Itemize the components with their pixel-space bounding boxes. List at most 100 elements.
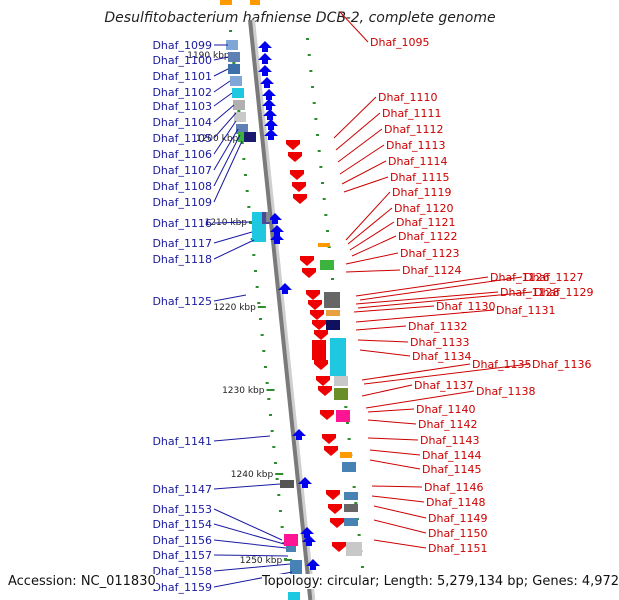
- gc-tick: [316, 134, 320, 136]
- gene-block: [250, 0, 260, 5]
- reverse-gene-arrow: [314, 330, 328, 340]
- gc-tick: [354, 502, 358, 504]
- gene-label-right: Dhaf_1127: [524, 271, 584, 284]
- gene-label-left: Dhaf_1103: [152, 100, 212, 113]
- label-leader-line: [357, 291, 533, 309]
- scale-label: 1200 kbp: [196, 134, 239, 144]
- label-leader-line: [213, 508, 283, 541]
- gene-label-left: Dhaf_1116: [152, 217, 212, 230]
- gc-tick: [237, 110, 241, 112]
- label-leader-line: [347, 207, 393, 245]
- gene-label-right: Dhaf_1114: [388, 155, 448, 168]
- gc-tick: [357, 534, 361, 536]
- gene-label-right: Dhaf_1149: [428, 512, 488, 525]
- gene-label-right: Dhaf_1134: [412, 350, 472, 363]
- gc-tick: [321, 182, 325, 184]
- label-leader-line: [213, 231, 253, 244]
- gene-label-right: Dhaf_1130: [436, 300, 496, 313]
- label-leader-line: [361, 363, 471, 381]
- scale-label: 1250 kbp: [240, 556, 283, 566]
- label-leader-line: [355, 291, 499, 305]
- forward-gene-arrow: [262, 99, 276, 110]
- gc-tick: [229, 30, 233, 32]
- gene-label-right: Dhaf_1110: [378, 91, 438, 104]
- gc-tick: [282, 542, 286, 544]
- gc-tick: [257, 302, 261, 304]
- label-leader-line: [213, 120, 237, 155]
- gc-tick: [278, 510, 282, 512]
- label-leader-line: [339, 144, 385, 175]
- gene-block: [236, 124, 248, 134]
- gc-tick: [347, 438, 351, 440]
- forward-gene-arrow: [264, 129, 278, 140]
- gene-label-left: Dhaf_1153: [152, 503, 212, 516]
- gene-block: [234, 112, 246, 122]
- gene-label-right: Dhaf_1143: [420, 434, 480, 447]
- gc-tick: [352, 486, 356, 488]
- gc-tick: [324, 214, 328, 216]
- gc-tick: [275, 478, 279, 480]
- gene-block: [318, 243, 330, 247]
- label-leader-line: [361, 384, 413, 397]
- gc-tick: [245, 190, 249, 192]
- label-leader-line: [367, 419, 417, 425]
- label-leader-line: [213, 221, 251, 224]
- label-leader-line: [363, 363, 531, 385]
- reverse-gene-arrow: [310, 310, 324, 320]
- reverse-gene-arrow: [292, 182, 306, 192]
- reverse-gene-arrow: [324, 446, 338, 456]
- gc-tick: [360, 566, 364, 568]
- gene-block: [228, 64, 240, 74]
- gene-block: [344, 518, 358, 526]
- gene-label-right: Dhaf_1144: [422, 449, 482, 462]
- reverse-gene-arrow: [300, 256, 314, 266]
- gc-tick: [254, 270, 257, 272]
- gc-tick: [280, 526, 284, 528]
- gene-block: [326, 310, 340, 316]
- label-leader-line: [359, 349, 411, 357]
- reverse-gene-arrow: [288, 152, 302, 162]
- label-leader-line: [213, 435, 271, 442]
- gene-label-right: Dhaf_1113: [386, 139, 446, 152]
- gc-tick: [255, 286, 259, 288]
- label-leader-line: [213, 140, 243, 203]
- gc-tick: [317, 150, 321, 152]
- gc-tick: [311, 86, 315, 88]
- gene-label-left: Dhaf_1117: [152, 237, 212, 250]
- reverse-gene-arrow: [312, 320, 326, 330]
- gene-label-right: Dhaf_1124: [402, 264, 462, 277]
- reverse-gene-arrow: [318, 386, 332, 396]
- gc-tick: [306, 38, 310, 40]
- gc-tick: [262, 350, 266, 352]
- reverse-gene-arrow: [302, 268, 316, 278]
- gene-block: [346, 542, 362, 556]
- label-leader-line: [213, 483, 281, 490]
- gene-label-right: Dhaf_1138: [476, 385, 536, 398]
- gc-tick: [232, 62, 236, 64]
- gene-label-left: Dhaf_1107: [152, 164, 212, 177]
- gene-label-left: Dhaf_1118: [152, 253, 212, 266]
- gc-tick: [307, 54, 311, 56]
- reverse-gene-arrow: [293, 194, 307, 204]
- gene-label-right: Dhaf_1132: [408, 320, 468, 333]
- gene-label-right: Dhaf_1120: [394, 202, 454, 215]
- forward-gene-arrow: [260, 77, 274, 88]
- gene-label-right: Dhaf_1137: [414, 379, 474, 392]
- gene-label-right: Dhaf_1133: [410, 336, 470, 349]
- gc-tick: [322, 198, 326, 200]
- label-leader-line: [343, 176, 389, 193]
- label-leader-line: [213, 112, 237, 139]
- gene-label-right: Dhaf_1136: [532, 358, 592, 371]
- gene-label-right: Dhaf_1150: [428, 527, 488, 540]
- forward-gene-arrow: [270, 225, 284, 236]
- label-leader-line: [213, 539, 287, 549]
- gc-tick: [312, 102, 316, 104]
- reverse-gene-arrow: [322, 434, 336, 444]
- forward-gene-arrow: [270, 233, 284, 244]
- gene-block: [320, 260, 334, 270]
- gene-label-right: Dhaf_1151: [428, 542, 488, 555]
- gene-label-right: Dhaf_1146: [424, 481, 484, 494]
- gene-label-right: Dhaf_1128: [500, 286, 560, 299]
- gene-label-right: Dhaf_1145: [422, 463, 482, 476]
- gc-tick: [240, 142, 244, 144]
